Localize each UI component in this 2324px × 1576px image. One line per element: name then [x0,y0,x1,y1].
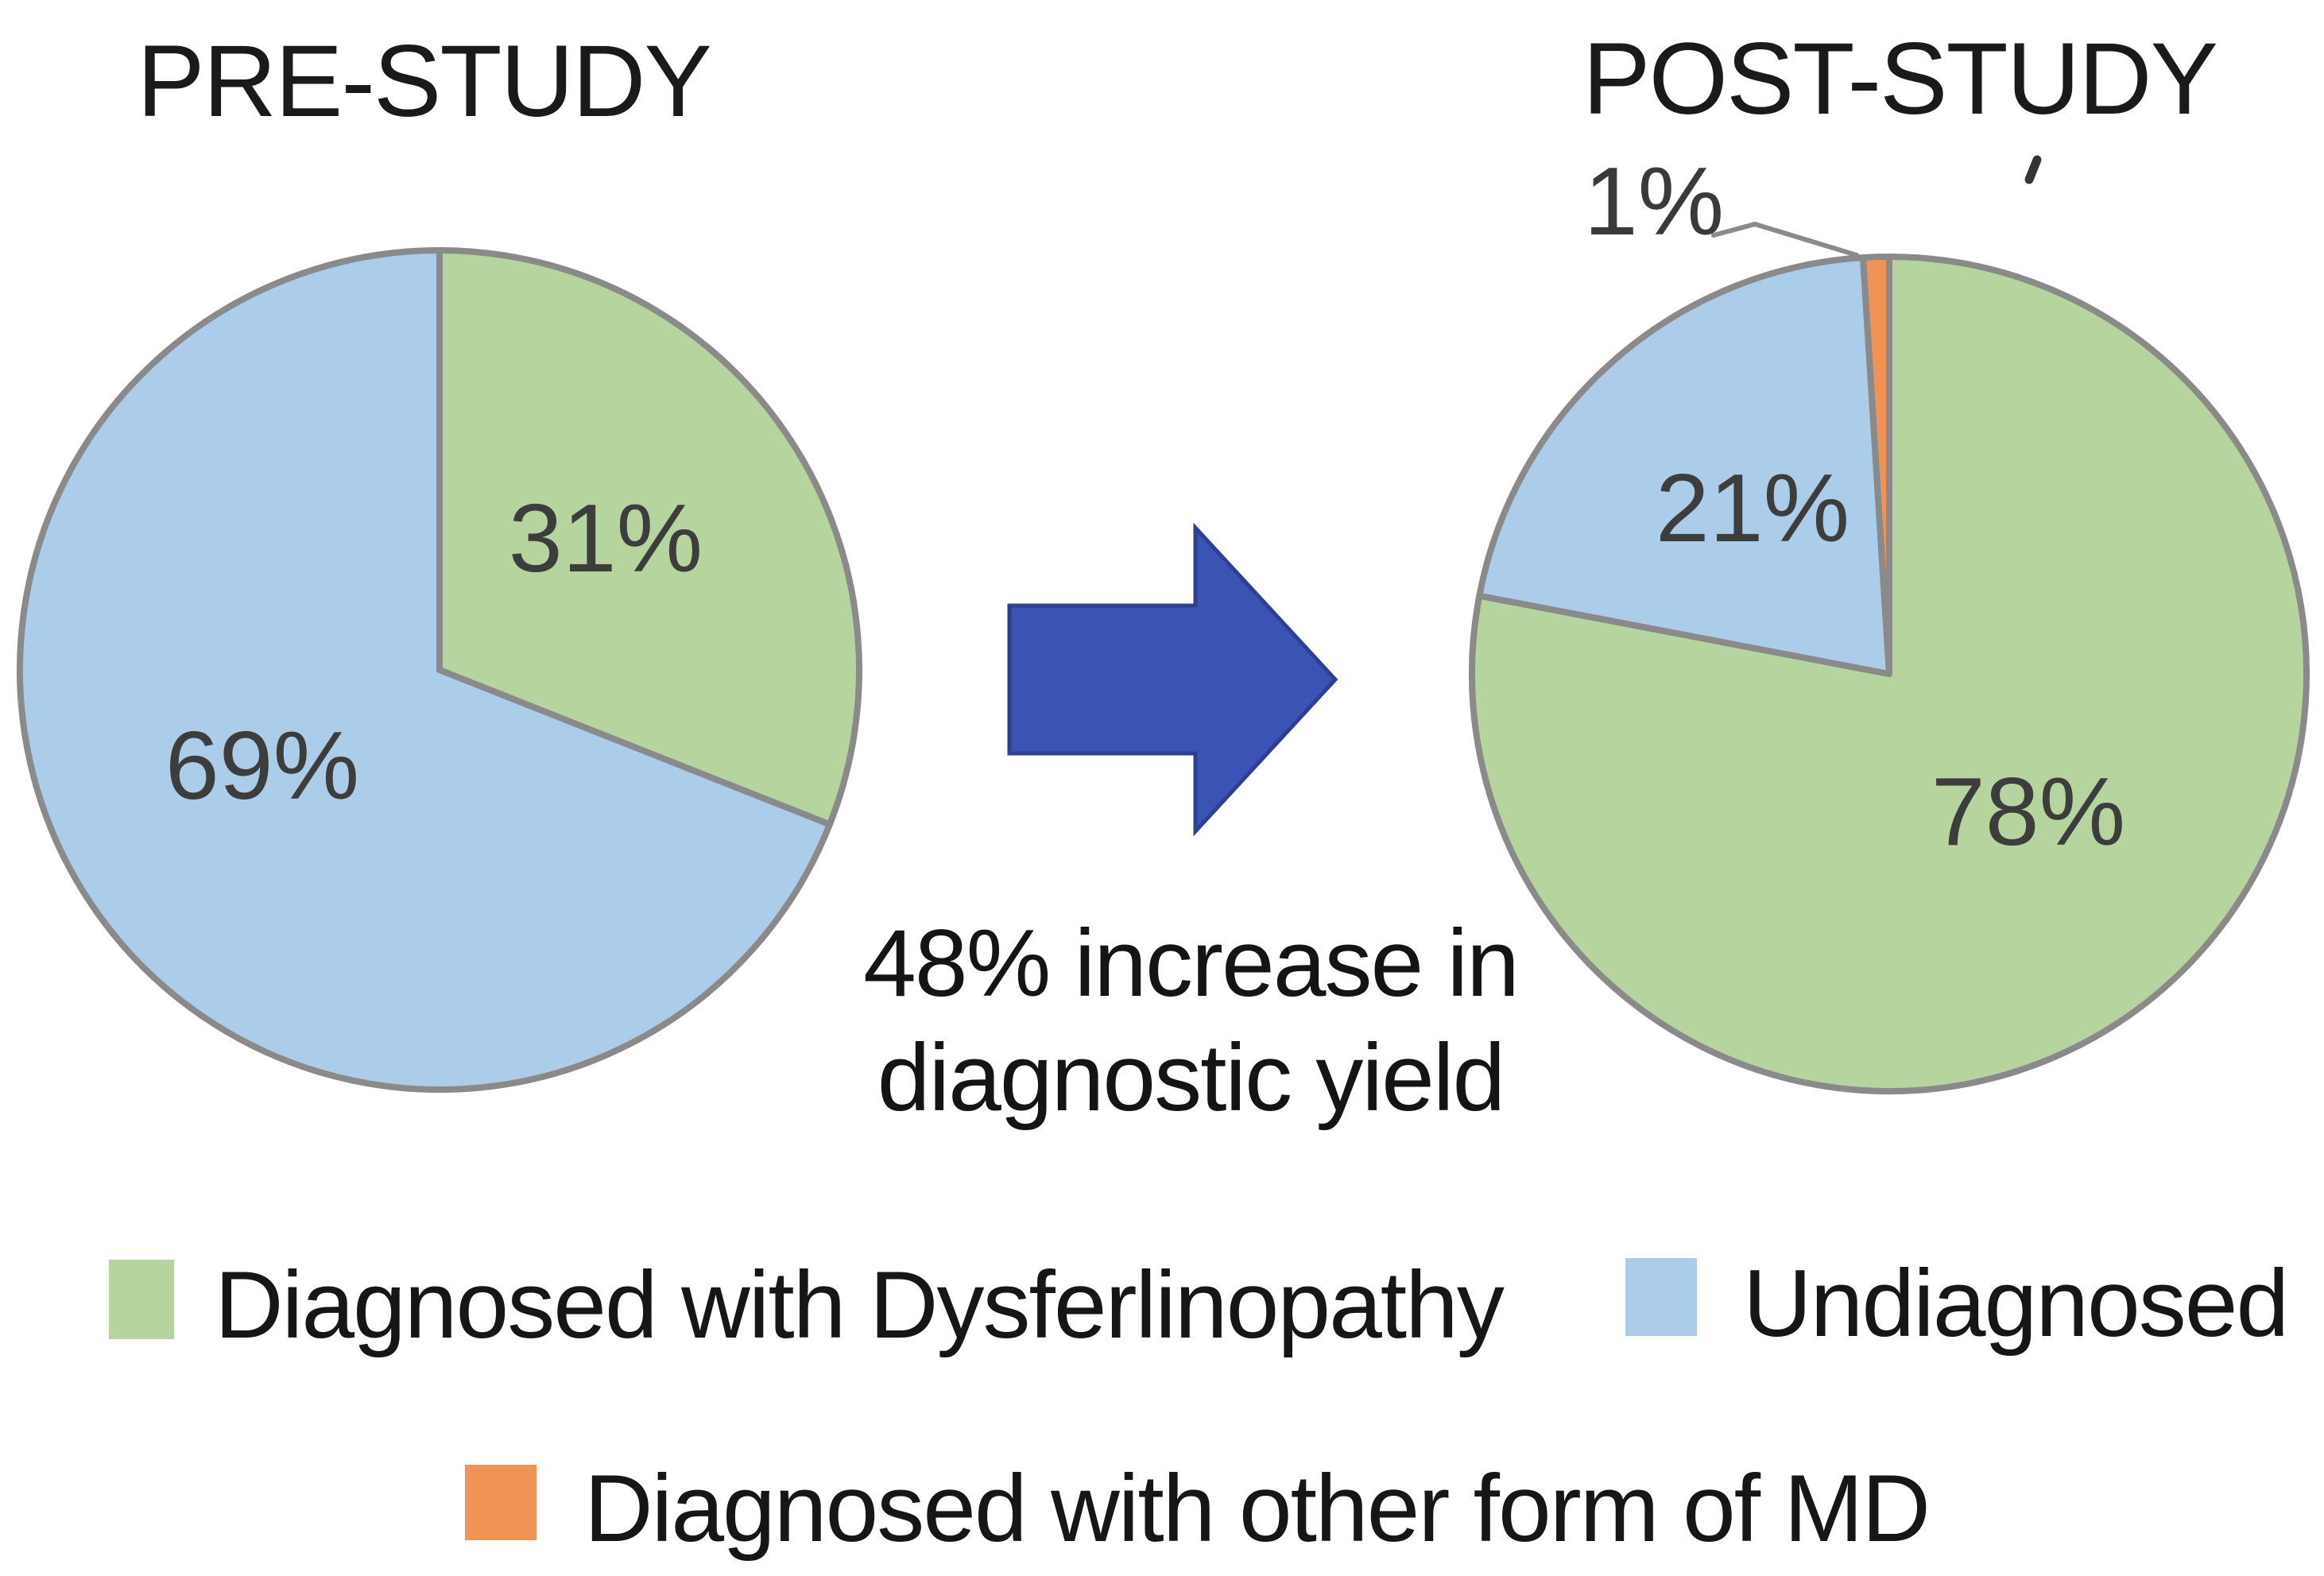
increase-annotation: 48% increase in diagnostic yield [863,906,1520,1135]
legend-swatch-undiagnosed [1625,1258,1697,1336]
pie-slice [436,247,862,828]
post-study-pie [1469,254,2310,1094]
legend-label-undiagnosed: Undiagnosed [1743,1250,2289,1357]
legend-label-dysferlinopathy: Diagnosed with Dysferlinopathy [215,1252,1505,1358]
pie-slice [1476,254,1892,677]
pie-slice [1469,254,2310,1094]
one-percent-leader-line [1711,221,1859,258]
increase-arrow-icon [1007,522,1338,837]
legend-swatch-dysferlinopathy [109,1260,174,1339]
pie-slice [17,247,833,1093]
pre-study-pie [17,247,862,1093]
increase-annotation-line2: diagnostic yield [877,1024,1505,1131]
post-other-md-callout-label: 1% [1583,147,1725,255]
pie-slice [1860,254,1892,677]
pre-diagnosed-slice-label: 31% [508,484,703,592]
post-undiagnosed-slice-label: 21% [1655,454,1850,562]
increase-annotation-line1: 48% increase in [863,910,1520,1016]
post-study-title: POST-STUDY [1582,22,2218,136]
stray-tick-mark [2024,155,2042,184]
pre-study-title: PRE-STUDY [137,25,712,138]
legend-swatch-other-md [465,1465,536,1540]
legend-label-other-md: Diagnosed with other form of MD [584,1455,1931,1562]
pre-undiagnosed-slice-label: 69% [165,711,360,819]
post-diagnosed-slice-label: 78% [1931,757,2126,865]
